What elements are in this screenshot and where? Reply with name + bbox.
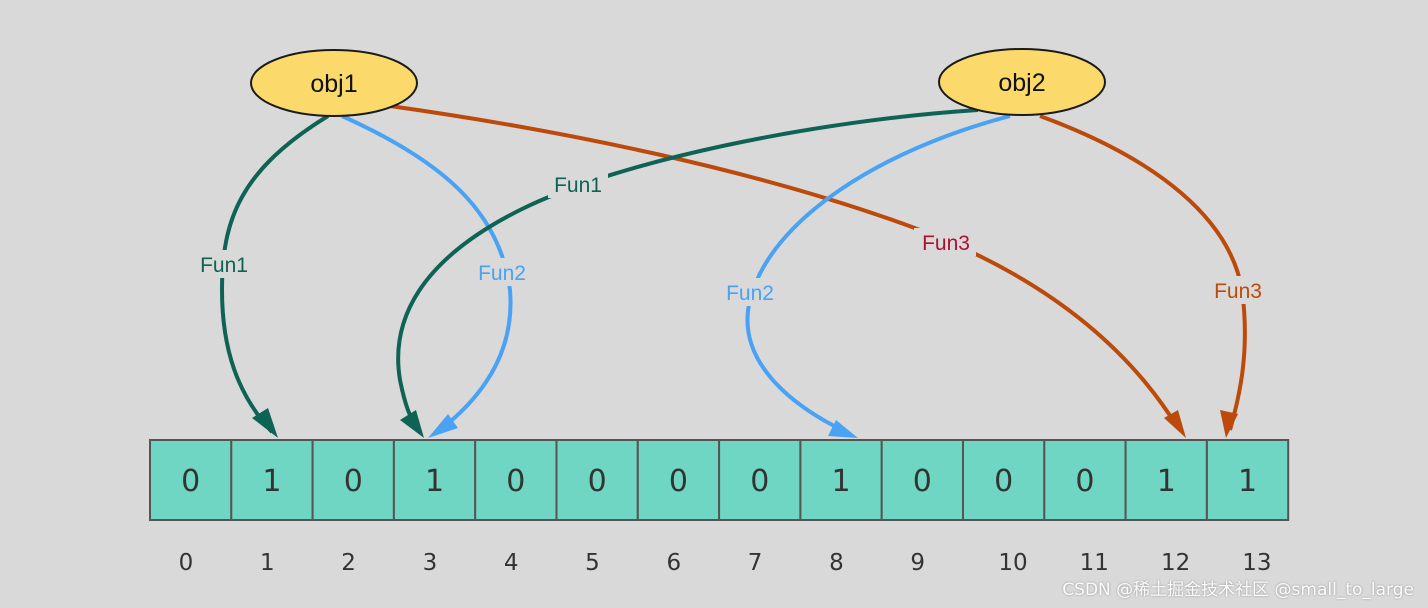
label-obj2-fun2: Fun2 — [726, 282, 774, 305]
bit-value-7: 0 — [750, 464, 769, 499]
bit-index-9: 9 — [910, 550, 925, 576]
arrowhead-obj2-fun1 — [400, 410, 424, 438]
bit-cell-9: 0 — [880, 439, 965, 521]
label-obj2-fun3: Fun3 — [1214, 280, 1262, 303]
bit-value-11: 0 — [1075, 464, 1094, 499]
bit-cell-5: 0 — [555, 439, 639, 521]
label-obj1-fun1: Fun1 — [200, 254, 248, 277]
bit-index-5: 5 — [585, 550, 600, 576]
bit-value-12: 1 — [1157, 464, 1176, 499]
bit-cell-10: 0 — [962, 439, 1046, 521]
bit-value-0: 0 — [181, 464, 200, 499]
bit-cell-3: 1 — [392, 439, 477, 521]
arrowhead-obj2-fun2 — [828, 420, 858, 438]
node-obj2: obj2 — [938, 48, 1106, 116]
node-obj1-label: obj1 — [310, 70, 357, 98]
bit-index-3: 3 — [423, 550, 438, 576]
bit-cell-13: 1 — [1205, 439, 1290, 521]
edge-obj1-fun1 — [219, 114, 330, 434]
arrowhead-obj1-fun1 — [252, 408, 278, 438]
bit-cell-8: 1 — [799, 439, 883, 521]
bit-index-8: 8 — [829, 550, 844, 576]
bit-value-13: 1 — [1238, 464, 1257, 499]
bit-value-5: 0 — [588, 464, 607, 499]
bit-value-8: 1 — [832, 464, 851, 499]
bit-index-7: 7 — [748, 550, 763, 576]
label-obj1-fun3: Fun3 — [922, 232, 970, 255]
bit-cell-0: 0 — [149, 439, 233, 521]
bit-value-4: 0 — [506, 464, 525, 499]
bit-array: 0 1 0 1 0 0 0 0 1 0 0 0 1 1 — [149, 439, 1290, 521]
bit-index-13: 13 — [1242, 550, 1271, 576]
bit-cell-7: 0 — [718, 439, 802, 521]
label-obj2-fun1: Fun1 — [554, 174, 602, 197]
bit-index-1: 1 — [260, 550, 275, 576]
bit-index-12: 12 — [1161, 550, 1190, 576]
arrowhead-obj1-fun3 — [1164, 410, 1186, 438]
bit-index-0: 0 — [179, 550, 194, 576]
bit-value-1: 1 — [262, 464, 281, 499]
bit-index-10: 10 — [998, 550, 1027, 576]
bit-index-4: 4 — [504, 550, 519, 576]
node-obj2-label: obj2 — [998, 69, 1045, 97]
edge-obj1-fun3 — [389, 104, 1180, 430]
watermark: CSDN @稀土掘金技术社区 @small_to_large — [1062, 580, 1414, 600]
edge-labels: Fun1 Fun2 Fun3 Fun1 Fun2 Fun3 — [196, 170, 1268, 306]
arrowhead-obj2-fun3 — [1220, 410, 1238, 438]
bit-cell-11: 0 — [1043, 439, 1127, 521]
bit-value-9: 0 — [913, 464, 932, 499]
arrowhead-obj1-fun2 — [428, 414, 458, 438]
bit-value-10: 0 — [994, 464, 1013, 499]
edges — [219, 104, 1247, 438]
edge-obj2-fun1 — [396, 108, 979, 432]
bit-cell-12: 1 — [1124, 439, 1208, 521]
edge-obj2-fun2 — [745, 114, 1011, 434]
bit-cell-4: 0 — [474, 439, 558, 521]
label-obj1-fun2: Fun2 — [478, 262, 526, 285]
bit-cell-6: 0 — [636, 439, 721, 521]
bit-index-2: 2 — [341, 550, 356, 576]
bit-cell-1: 1 — [230, 439, 314, 521]
bit-index-11: 11 — [1080, 550, 1109, 576]
bit-value-2: 0 — [344, 464, 363, 499]
bit-index-6: 6 — [666, 550, 681, 576]
bit-cell-2: 0 — [311, 439, 395, 521]
bit-value-3: 1 — [425, 464, 444, 499]
node-obj1: obj1 — [250, 49, 418, 117]
bit-value-6: 0 — [669, 464, 688, 499]
edge-obj2-fun3 — [1039, 114, 1247, 431]
